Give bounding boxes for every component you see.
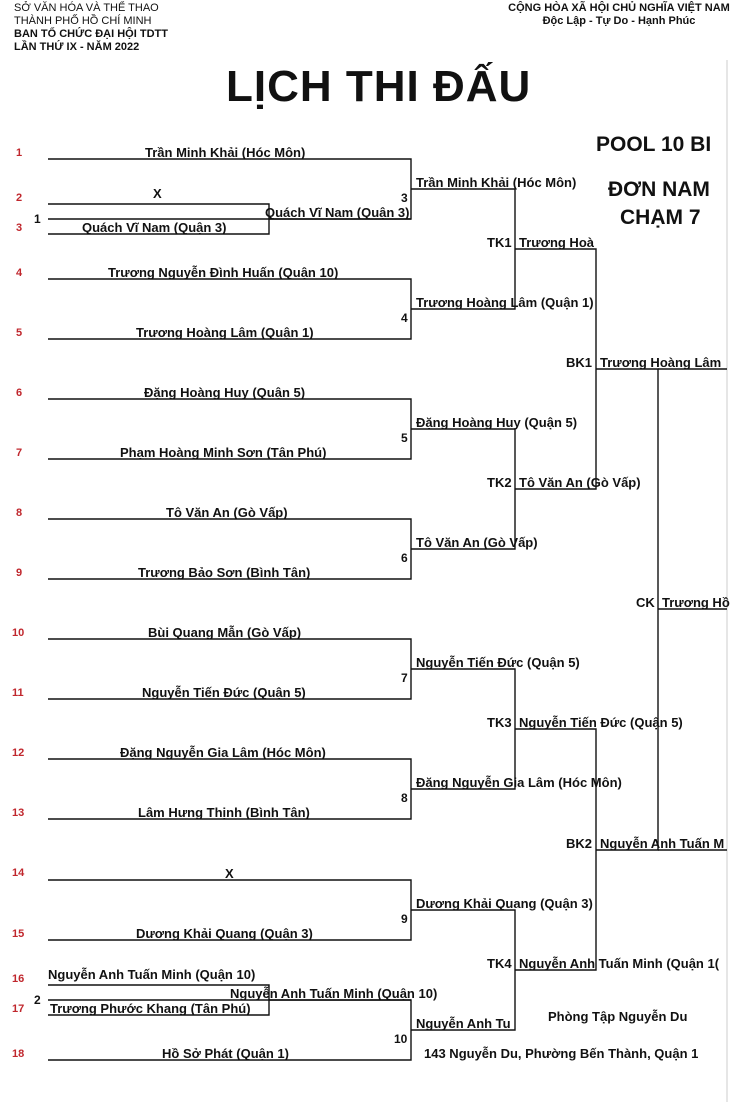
final-label: CK	[636, 595, 655, 610]
round2-winner: Trương Hoàng Lâm (Quận 1)	[416, 295, 594, 310]
seed-number: 2	[16, 192, 23, 204]
quarterfinal-winner: Nguyễn Tiến Đức (Quận 5)	[519, 715, 683, 730]
org-line: BAN TỔ CHỨC ĐẠI HỘI TDTT	[14, 28, 168, 40]
prelim-winner: Nguyễn Anh Tuấn Minh (Quận 10)	[230, 986, 438, 1001]
seed-number: 16	[12, 973, 25, 985]
player-name: Trương Phước Khang (Tân Phú)	[50, 1001, 251, 1016]
event-name: POOL 10 BI	[596, 133, 712, 156]
quarterfinal-label: TK2	[487, 475, 512, 490]
seed-number: 9	[16, 567, 23, 579]
player-name: Đặng Hoàng Huy (Quận 5)	[144, 385, 306, 400]
player-name: Dương Khải Quang (Quận 3)	[136, 926, 313, 941]
seed-number: 11	[12, 687, 24, 699]
match-number: 6	[401, 551, 408, 565]
quarterfinal-label: TK4	[487, 956, 512, 971]
quarterfinal-label: TK1	[487, 235, 512, 250]
match-number: 3	[401, 191, 408, 205]
quarterfinal-label: TK3	[487, 715, 512, 730]
player-name: Hồ Sở Phát (Quận 1)	[162, 1046, 289, 1061]
seed-number: 13	[12, 807, 25, 819]
player-name: Phạm Hoàng Minh Sơn (Tân Phú)	[120, 445, 327, 460]
prelim-winner: Quách Vĩ Nam (Quận 3)	[265, 205, 410, 220]
bye-marker: X	[225, 866, 234, 881]
seed-number: 10	[12, 627, 25, 639]
round2-winner: Nguyễn Tiến Đức (Quận 5)	[416, 655, 580, 670]
prelim-match-number: 1	[34, 212, 41, 226]
player-name: Quách Vĩ Nam (Quận 3)	[82, 220, 227, 235]
player-name: Nguyễn Anh Tuấn Minh (Quận 10)	[48, 967, 256, 982]
match-number: 4	[401, 311, 408, 325]
seed-number: 4	[16, 267, 23, 279]
round2-winner: Trần Minh Khải (Hóc Môn)	[416, 175, 577, 190]
event-format: CHẠM 7	[620, 206, 701, 229]
player-name: Trương Bảo Sơn (Bình Tân)	[138, 565, 311, 580]
player-name: Lâm Hưng Thịnh (Bình Tân)	[138, 805, 310, 820]
seed-number: 3	[16, 222, 23, 234]
final-winner: Trương Hồ	[662, 595, 730, 610]
seed-number: 12	[12, 747, 25, 759]
venue-address: 143 Nguyễn Du, Phường Bến Thành, Quận 1	[424, 1046, 699, 1061]
player-name: Nguyễn Tiến Đức (Quận 5)	[142, 685, 306, 700]
seed-number: 8	[16, 507, 23, 519]
semifinal-label: BK1	[566, 355, 593, 370]
match-number: 7	[401, 671, 408, 685]
organization-header: SỞ VĂN HÓA VÀ THỂ THAO THÀNH PHỐ HỒ CHÍ …	[14, 2, 168, 54]
match-number: 5	[401, 431, 408, 445]
venue-name: Phòng Tập Nguyễn Du	[548, 1009, 688, 1024]
player-name: Trương Hoàng Lâm (Quận 1)	[136, 325, 314, 340]
seed-number: 17	[12, 1003, 25, 1015]
round2-winner: Dương Khải Quang (Quận 3)	[416, 896, 593, 911]
prelim-match-number: 2	[34, 993, 41, 1007]
seed-number: 15	[12, 928, 25, 940]
seed-number: 1	[16, 147, 23, 159]
national-header: CỘNG HÒA XÃ HỘI CHỦ NGHĨA VIỆT NAM Độc L…	[508, 2, 730, 28]
national-motto: CỘNG HÒA XÃ HỘI CHỦ NGHĨA VIỆT NAM	[508, 2, 730, 14]
org-line: SỞ VĂN HÓA VÀ THỂ THAO	[14, 2, 159, 14]
round2-winner: Đặng Hoàng Huy (Quận 5)	[416, 415, 578, 430]
seed-number: 18	[12, 1048, 25, 1060]
bye-marker: X	[153, 186, 162, 201]
player-name: Tô Văn An (Gò Vấp)	[166, 505, 288, 520]
semifinal-winner: Trương Hoàng Lâm	[600, 355, 722, 370]
match-number: 8	[401, 791, 408, 805]
org-line: LẦN THỨ IX - NĂM 2022	[14, 41, 140, 53]
page-title: LỊCH THI ĐẤU	[226, 62, 532, 111]
match-number: 10	[394, 1032, 408, 1046]
seed-number: 14	[12, 867, 25, 879]
quarterfinal-winner: Trương Hoà	[519, 235, 594, 250]
org-line: THÀNH PHỐ HỒ CHÍ MINH	[14, 15, 152, 27]
seed-number: 7	[16, 447, 23, 459]
player-name: Đặng Nguyễn Gia Lâm (Hóc Môn)	[120, 745, 326, 760]
seed-number: 6	[16, 387, 23, 399]
player-name: Trần Minh Khải (Hóc Môn)	[145, 145, 306, 160]
seed-number: 5	[16, 327, 23, 339]
semifinal-winner: Nguyễn Anh Tuấn M	[600, 836, 725, 851]
round2-winner: Đặng Nguyễn Gia Lâm (Hóc Môn)	[416, 775, 622, 790]
player-name: Trương Nguyễn Đình Huấn (Quận 10)	[108, 265, 339, 280]
match-number: 9	[401, 912, 408, 926]
round2-winner: Nguyễn Anh Tu	[416, 1016, 511, 1031]
event-category: ĐƠN NAM	[608, 178, 710, 201]
national-slogan: Độc Lập - Tự Do - Hạnh Phúc	[542, 15, 696, 27]
quarterfinal-winner: Tô Văn An (Gò Vấp)	[519, 475, 641, 490]
player-name: Bùi Quang Mẫn (Gò Vấp)	[148, 625, 302, 640]
round2-winner: Tô Văn An (Gò Vấp)	[416, 535, 538, 550]
quarterfinal-winner: Nguyễn Anh Tuấn Minh (Quận 1(	[519, 956, 720, 971]
semifinal-label: BK2	[566, 836, 593, 851]
